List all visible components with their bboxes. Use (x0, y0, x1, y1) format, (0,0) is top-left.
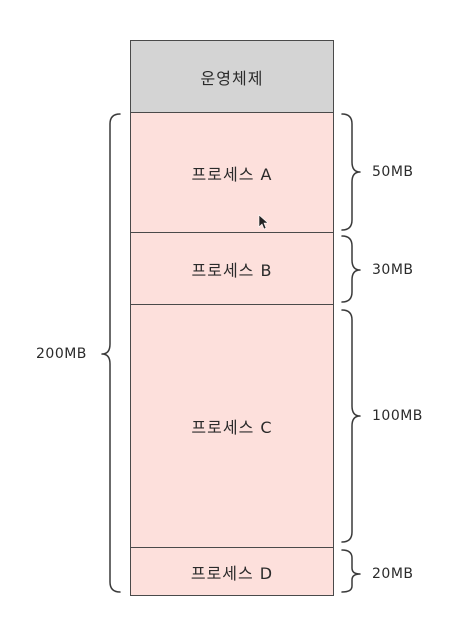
size-label-total: 200MB (36, 346, 87, 362)
size-label-a: 50MB (372, 164, 414, 180)
brace-c (341, 309, 361, 543)
process-a-block: 프로세스 A (130, 112, 334, 233)
os-label: 운영체제 (200, 68, 264, 88)
brace-b (341, 235, 361, 303)
brace-a (341, 113, 361, 231)
process-b-block: 프로세스 B (130, 232, 334, 305)
process-c-block: 프로세스 C (130, 304, 334, 548)
process-d-label: 프로세스 D (190, 563, 274, 583)
size-label-b: 30MB (372, 262, 414, 278)
process-d-block: 프로세스 D (130, 547, 334, 596)
size-label-d: 20MB (372, 566, 414, 582)
process-a-label: 프로세스 A (191, 164, 273, 184)
process-c-label: 프로세스 C (191, 418, 273, 437)
mouse-pointer-icon (258, 214, 268, 230)
brace-total (101, 113, 121, 593)
size-label-c: 100MB (372, 408, 423, 424)
process-b-label: 프로세스 B (191, 260, 273, 280)
brace-d (341, 549, 361, 593)
os-block: 운영체제 (130, 40, 334, 113)
